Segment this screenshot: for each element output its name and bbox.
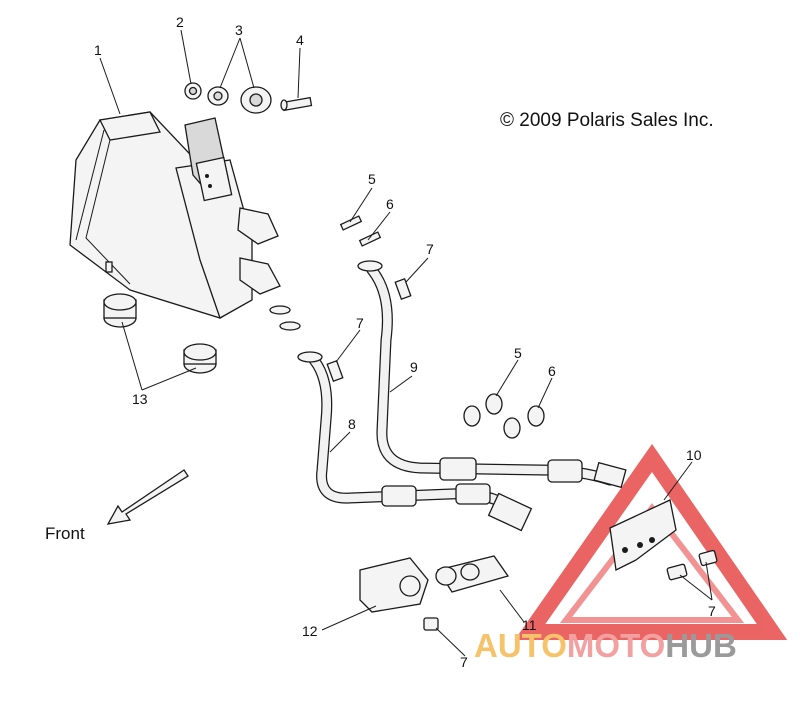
callout-3: 3 [235,22,243,38]
callout-6b: 6 [548,363,556,379]
callout-7b: 7 [356,315,364,331]
callout-4: 4 [296,32,304,48]
callout-8: 8 [348,416,356,432]
callout-7c: 7 [708,603,716,619]
leader-lines [99,29,713,657]
grommets-part-3 [207,86,272,114]
callout-1: 1 [94,42,102,58]
watermark-text-hub: HUB [665,627,737,664]
callout-5a: 5 [368,171,376,187]
callout-13: 13 [132,391,148,407]
callout-12: 12 [302,623,318,639]
front-arrow-icon [106,469,189,525]
front-direction-label: Front [45,524,85,543]
callout-2: 2 [176,14,184,30]
hose-part-9 [357,260,627,489]
o-rings [269,215,382,331]
callout-numbers: 1 2 3 4 5 6 7 7 8 9 5 6 10 7 11 12 7 13 [94,14,716,670]
nut-part-2 [184,82,202,100]
hose-part-8 [297,351,533,532]
callout-10: 10 [686,447,702,463]
copyright-notice: © 2009 Polaris Sales Inc. [500,110,714,131]
callout-7d: 7 [460,654,468,670]
watermark-text-auto: AUTO [474,627,567,664]
pin-part-4 [280,96,313,112]
callout-11: 11 [522,617,537,633]
callout-7a: 7 [426,241,434,257]
callout-6a: 6 [386,196,394,212]
watermark-triangle [514,443,788,640]
bracket-part-10 [609,499,677,571]
oil-cooler [69,111,281,319]
fittings-part-7 [326,277,718,631]
callout-9: 9 [410,359,418,375]
washers-part-5-6 [463,393,545,439]
clamp-block-part-11 [435,555,510,593]
watermark-logo: AUTOMOTOHUB [474,627,737,665]
watermark-text-moto: MOTO [566,627,666,664]
cover-part-12 [359,557,429,613]
callout-5b: 5 [514,345,522,361]
isolators-part-13 [103,293,217,374]
